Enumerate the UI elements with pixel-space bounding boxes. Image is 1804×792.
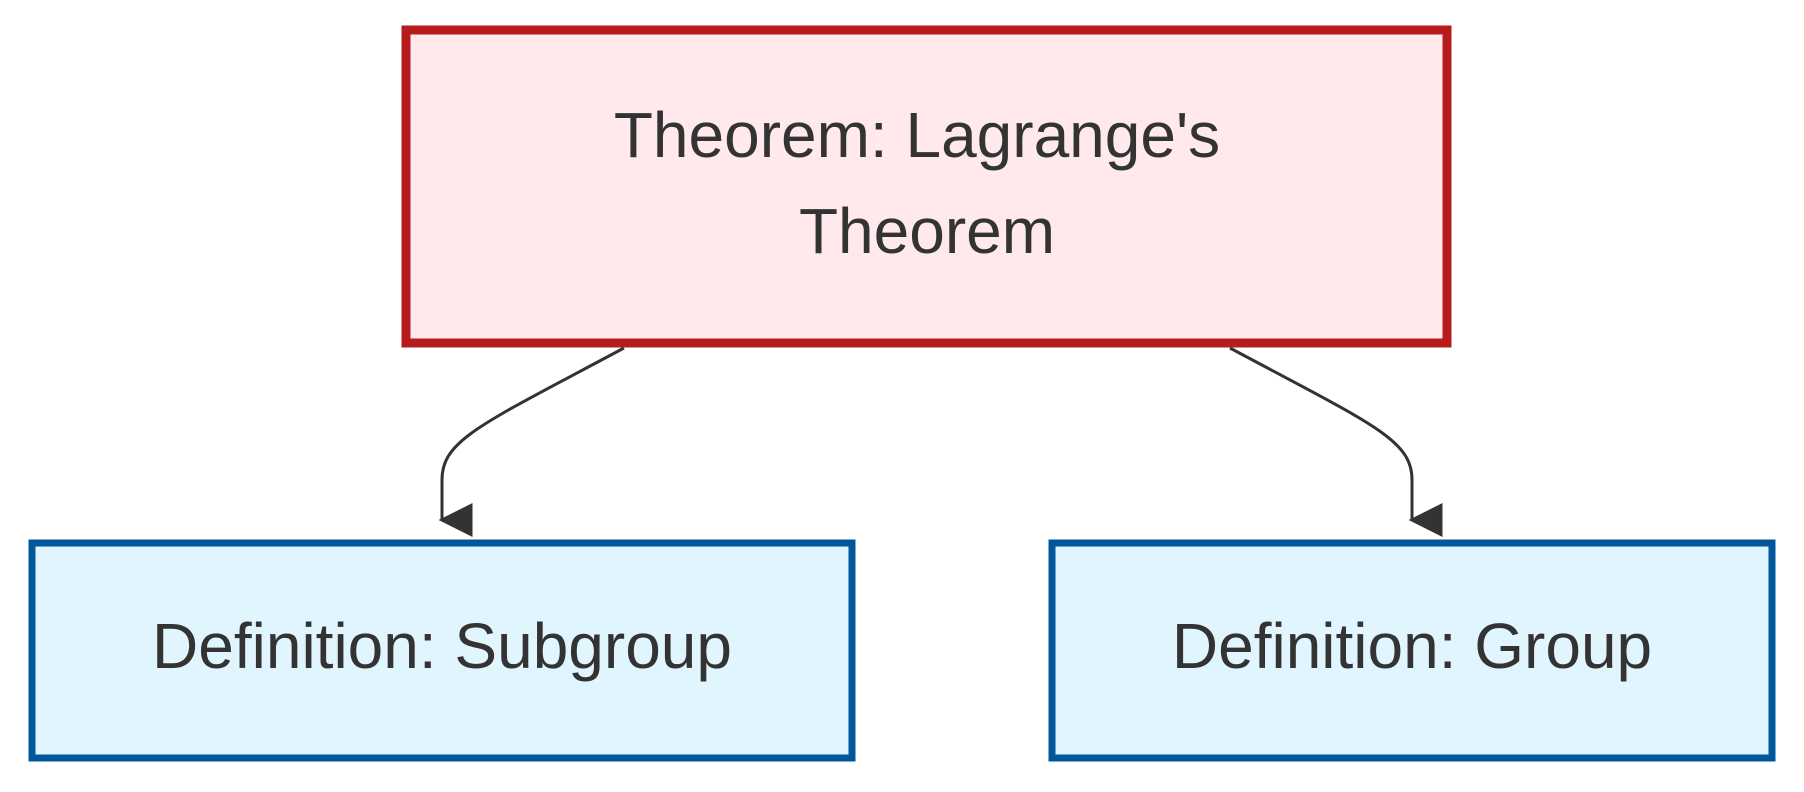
node-subgroup-definition[interactable]: Definition: Subgroup	[28, 539, 856, 762]
node-group-definition[interactable]: Definition: Group	[1048, 539, 1776, 762]
node-box	[401, 25, 1452, 348]
node-label: Definition: Group	[1172, 610, 1652, 682]
edge-theorem-to-group	[1229, 346, 1443, 537]
node-box	[1048, 539, 1776, 762]
node-label-line-2: Theorem	[799, 195, 1055, 267]
edge-theorem-to-subgroup	[438, 346, 625, 537]
node-lagrange-theorem[interactable]: Theorem: Lagrange's Theorem	[401, 25, 1452, 348]
node-box	[28, 539, 856, 762]
node-label-line-1: Theorem: Lagrange's	[614, 99, 1220, 171]
node-label: Definition: Subgroup	[152, 610, 732, 682]
